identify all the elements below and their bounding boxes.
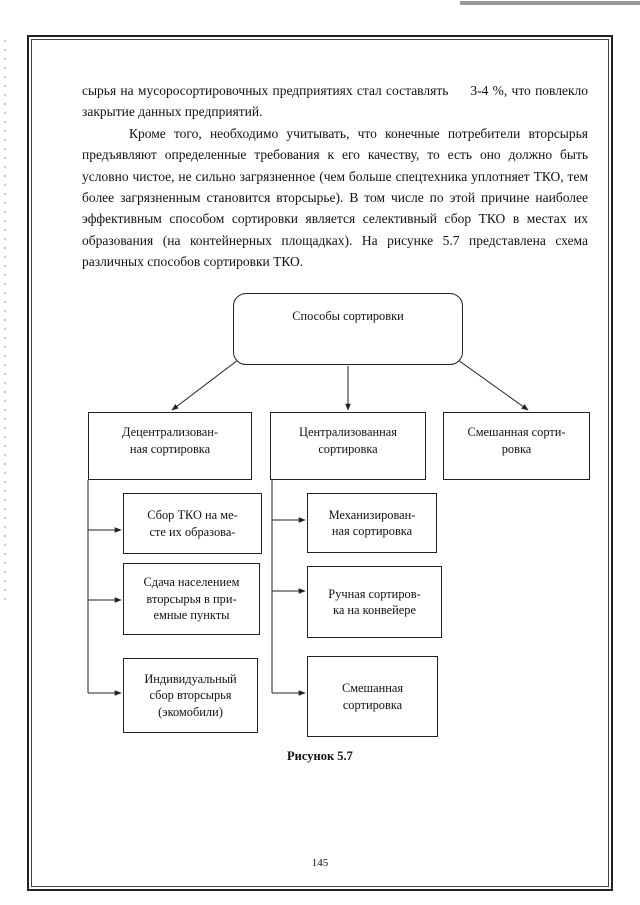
node-mechanized-line-1: Механизирован- (328, 507, 416, 522)
node-collection-points-line-1: Сдача населением (143, 575, 240, 590)
body-text: сырья на мусоросортировочных предприятия… (82, 80, 588, 273)
node-individual-collection-line-3: (экомобили) (158, 704, 223, 719)
paragraph-1-line-1: сырья на мусоросортировочных предприятия… (82, 83, 449, 98)
node-decentralized-line-2: ная сортировка (129, 441, 211, 456)
node-manual-line-2: ка на конвейере (333, 603, 416, 617)
node-centralized-sorting: Централизованная сортировка (270, 412, 426, 480)
node-collection-points-line-2: вторсырья в при- (146, 591, 237, 606)
node-individual-collection: Индивидуальный сбор вторсырья (экомобили… (123, 658, 258, 733)
page-frame-outer (27, 35, 613, 891)
node-mechanized-line-2: ная сортировка (331, 524, 413, 538)
paragraph-1: сырья на мусоросортировочных предприятия… (82, 80, 588, 123)
node-collection-at-source-line-2: сте их образова- (149, 524, 236, 539)
figure-caption: Рисунок 5.7 (287, 749, 353, 763)
page-frame-inner (31, 39, 609, 887)
node-manual-sorting: Ручная сортиров- ка на конвейере (307, 566, 442, 638)
node-collection-at-source-line-1: Сбор ТКО на ме- (147, 508, 238, 522)
page-number: 145 (311, 857, 329, 869)
node-decentralized-sorting: Децентрализован- ная сортировка (88, 412, 252, 480)
node-collection-points: Сдача населением вторсырья в при- емные … (123, 563, 260, 635)
node-centralized-line-1: Централизованная (299, 425, 397, 439)
node-mixed-sorting: Смешанная сорти- ровка (443, 412, 590, 480)
binding-margin-marks (4, 40, 6, 600)
node-collection-at-source: Сбор ТКО на ме- сте их образова- (123, 493, 262, 554)
node-mixed-item-line-2: сортировка (342, 697, 403, 712)
node-manual-line-1: Ручная сортиров- (328, 586, 421, 601)
node-mixed-line-1: Смешанная сорти- (467, 425, 566, 439)
node-sorting-methods: Способы сортировки (233, 293, 463, 365)
node-mixed-item-line-1: Смешанная (341, 681, 404, 695)
top-edge-rule (460, 1, 640, 5)
node-mixed-line-2: ровка (501, 441, 532, 456)
node-decentralized-line-1: Децентрализован- (121, 425, 218, 439)
node-mechanized-sorting: Механизирован- ная сортировка (307, 493, 437, 553)
node-mixed-sorting-item: Смешанная сортировка (307, 656, 438, 737)
percent-value: 3-4 %, (470, 83, 508, 98)
node-centralized-line-2: сортировка (318, 441, 378, 456)
node-individual-collection-line-2: сбор вторсырья (149, 688, 232, 703)
node-sorting-methods-label: Способы сортировки (292, 309, 404, 323)
node-collection-points-line-3: емные пункты (153, 608, 230, 623)
paragraph-2: Кроме того, необходимо учитывать, что ко… (82, 125, 588, 270)
paragraph-1-line-2: повлекло закрытие данных предприятий. (82, 83, 589, 120)
node-individual-collection-line-1: Индивидуальный (144, 671, 237, 686)
paragraph-1-line-1-end: что (511, 83, 531, 98)
